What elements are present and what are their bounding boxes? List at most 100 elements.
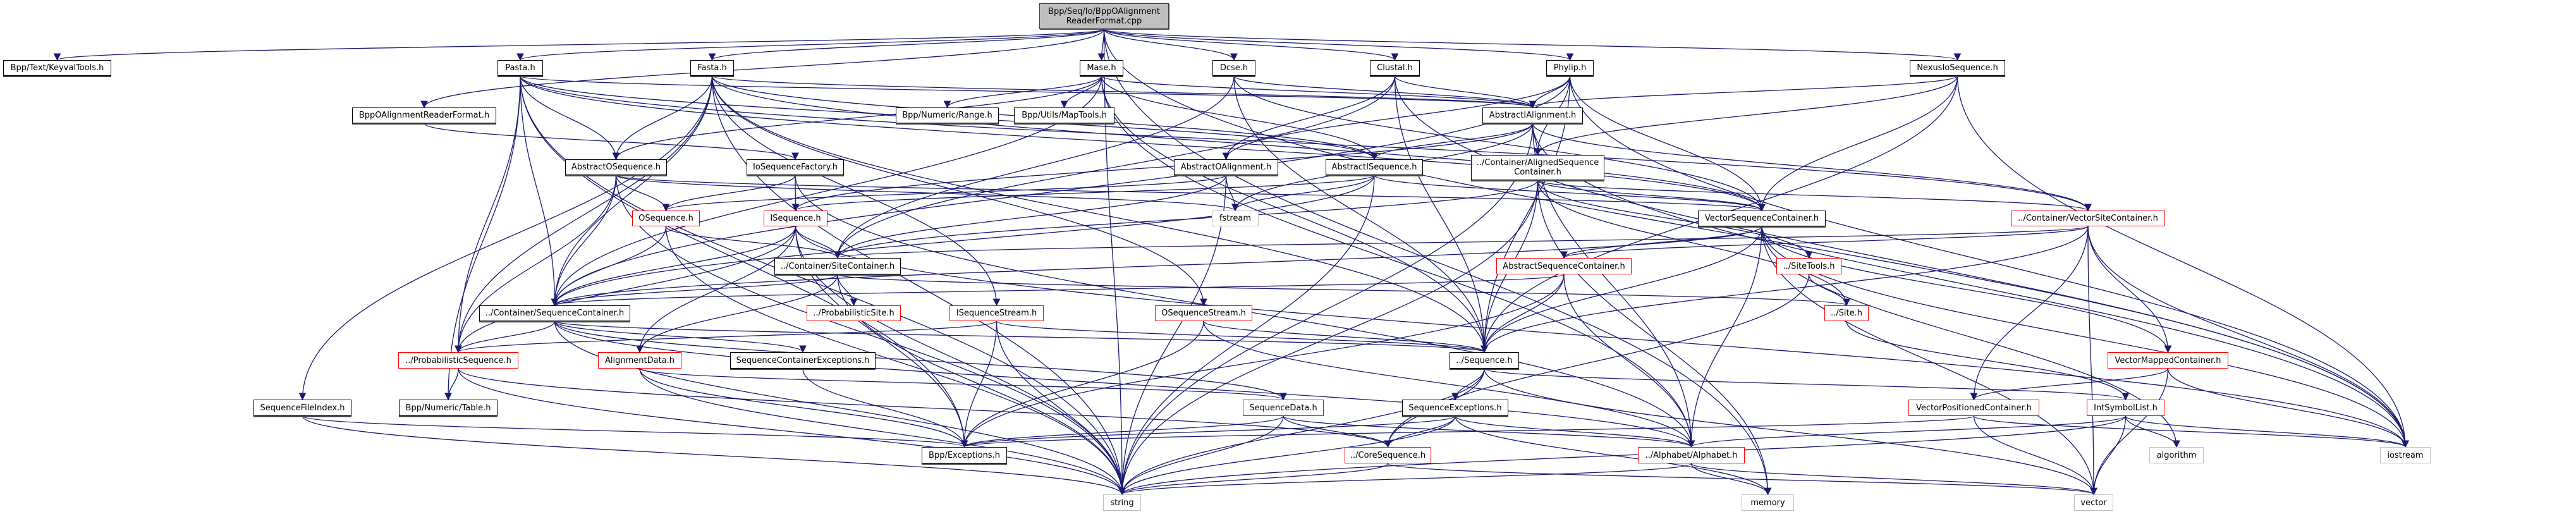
node-nexus[interactable]: NexusIoSequence.h bbox=[1910, 60, 2005, 76]
edge-iseq-to-probseq bbox=[455, 226, 797, 353]
edge-clustal-to-sitecont bbox=[834, 75, 1396, 259]
edge-dcse-to-sitecont bbox=[834, 75, 1235, 259]
node-sitetools[interactable]: ../SiteTools.h bbox=[1776, 258, 1841, 274]
edge-alignedsc-to-sitetools bbox=[1537, 180, 1813, 259]
edge-oseqstream-to-exceptions bbox=[960, 321, 1204, 448]
node-aligndata[interactable]: AlignmentData.h bbox=[598, 352, 681, 369]
node-iseqstream[interactable]: ISequenceStream.h bbox=[949, 305, 1044, 321]
edge-seqcont-to-alphabet bbox=[554, 321, 1695, 448]
edge-aligndata-to-seqdata bbox=[639, 368, 1287, 401]
node-maptools[interactable]: Bpp/Utils/MapTools.h bbox=[1014, 107, 1114, 123]
node-seqdata[interactable]: SequenceData.h bbox=[1243, 400, 1324, 416]
edge-nexus-to-vecseqcont bbox=[1758, 75, 1958, 212]
node-range[interactable]: Bpp/Numeric/Range.h bbox=[896, 107, 999, 123]
edge-absialign-to-absiseq bbox=[1370, 123, 1534, 161]
edge-aligndata-to-exceptions bbox=[639, 368, 968, 448]
edge-sequence-to-seqexc bbox=[1451, 368, 1485, 401]
node-alignedsc[interactable]: ../Container/AlignedSequence Container.h bbox=[1471, 155, 1604, 180]
edge-vecseqcont-to-seqcont bbox=[551, 226, 1762, 307]
node-oseq[interactable]: OSequence.h bbox=[632, 211, 700, 226]
node-intsym[interactable]: IntSymbolList.h bbox=[2087, 400, 2164, 416]
edge-absiseq-to-seqcont bbox=[551, 174, 1375, 307]
edge-root-to-clustal bbox=[1103, 28, 1399, 61]
node-mase[interactable]: Mase.h bbox=[1080, 60, 1123, 76]
edge-absiseq-to-fstream bbox=[1231, 174, 1375, 212]
edge-absiseq-to-vecseqcont bbox=[1374, 174, 1766, 212]
edge-clustal-to-sequence bbox=[1394, 75, 1488, 353]
edge-vecsitecont-to-absseqcont bbox=[1560, 226, 2089, 259]
node-probseq[interactable]: ../ProbabilisticSequence.h bbox=[398, 352, 518, 369]
edge-iseqstream-to-string bbox=[996, 321, 1126, 496]
node-string[interactable]: string bbox=[1103, 494, 1141, 511]
node-probsite[interactable]: ../ProbabilisticSite.h bbox=[807, 305, 901, 321]
node-alphabet[interactable]: ../Alphabet/Alphabet.h bbox=[1638, 447, 1745, 463]
edge-alignedsc-to-sitecont bbox=[834, 180, 1539, 259]
node-sitecont[interactable]: ../Container/SiteContainer.h bbox=[774, 258, 901, 274]
node-oseqstream[interactable]: OSequenceStream.h bbox=[1155, 305, 1252, 321]
edge-absoseq-to-seqcont bbox=[551, 174, 617, 307]
node-keyval[interactable]: Bpp/Text/KeyvalTools.h bbox=[3, 60, 111, 76]
edge-fasta-to-vecseqcont bbox=[711, 75, 1766, 212]
edge-pasta-to-seqcont bbox=[520, 75, 559, 307]
node-iostream[interactable]: iostream bbox=[2380, 447, 2431, 463]
edge-fasta-to-oseqstream bbox=[711, 75, 1207, 307]
node-fstream[interactable]: fstream bbox=[1212, 211, 1259, 226]
edge-pasta-to-table bbox=[444, 75, 521, 401]
edge-sitetools-to-site bbox=[1808, 274, 1850, 307]
node-memory[interactable]: memory bbox=[1742, 494, 1794, 511]
edge-clustal-to-absialign bbox=[1394, 75, 1537, 109]
edge-absialign-to-iostream bbox=[1532, 123, 2409, 448]
node-absiseq[interactable]: AbstractISequence.h bbox=[1326, 159, 1423, 175]
node-absoalign[interactable]: AbstractOAlignment.h bbox=[1174, 159, 1278, 175]
node-absialign[interactable]: AbstractIAlignment.h bbox=[1482, 107, 1583, 123]
node-vecpos[interactable]: VectorPositionedContainer.h bbox=[1908, 400, 2039, 416]
edge-iseqstream-to-probseq bbox=[455, 321, 998, 353]
node-exceptions[interactable]: Bpp/Exceptions.h bbox=[922, 447, 1007, 463]
edge-bppoalign-to-ioseqfac bbox=[424, 123, 799, 161]
node-absseqcont[interactable]: AbstractSequenceContainer.h bbox=[1496, 258, 1632, 274]
node-dcse[interactable]: Dcse.h bbox=[1212, 60, 1255, 76]
node-iseq[interactable]: ISequence.h bbox=[764, 211, 827, 226]
edge-root-to-nexus bbox=[1103, 28, 1961, 61]
node-pasta[interactable]: Pasta.h bbox=[497, 60, 543, 76]
node-ioseqfac[interactable]: IoSequenceFactory.h bbox=[747, 159, 844, 175]
edge-root-to-phylip bbox=[1103, 28, 1573, 61]
node-seqfileidx[interactable]: SequenceFileIndex.h bbox=[253, 400, 351, 416]
edge-phylip-to-vecseqcont bbox=[1569, 75, 1766, 212]
edge-ioseqfac-to-oseq bbox=[662, 174, 796, 212]
node-vector[interactable]: vector bbox=[2074, 494, 2113, 511]
node-vecsitecont[interactable]: ../Container/VectorSiteContainer.h bbox=[2011, 211, 2165, 226]
edge-root-to-fasta bbox=[708, 28, 1105, 61]
node-seqcont[interactable]: ../Container/SequenceContainer.h bbox=[479, 305, 630, 321]
edge-alignedsc-to-memory bbox=[1537, 180, 1772, 496]
edge-nexus-to-alignedsc bbox=[1534, 75, 1958, 156]
node-clustal[interactable]: Clustal.h bbox=[1370, 60, 1420, 76]
edge-root-to-keyval bbox=[54, 28, 1105, 61]
edge-root-to-memory bbox=[1103, 28, 1772, 496]
edge-seqcont-to-sequence bbox=[554, 321, 1488, 353]
edge-vecseqcont-to-sequence bbox=[1480, 226, 1762, 353]
node-fasta[interactable]: Fasta.h bbox=[690, 60, 734, 76]
edge-seqcont-to-string bbox=[554, 321, 1126, 496]
node-sequence[interactable]: ../Sequence.h bbox=[1450, 352, 1519, 369]
node-vecmapped[interactable]: VectorMappedContainer.h bbox=[2108, 352, 2228, 369]
edge-clustal-to-iostream bbox=[1394, 75, 2409, 448]
edge-vecpos-to-exceptions bbox=[961, 415, 1975, 448]
node-table[interactable]: Bpp/Numeric/Table.h bbox=[399, 400, 497, 416]
edge-pasta-to-vecsitecont bbox=[520, 75, 2092, 212]
edge-intsym-to-string bbox=[1118, 415, 2127, 496]
node-phylip[interactable]: Phylip.h bbox=[1546, 60, 1594, 76]
edge-fasta-to-seqcont bbox=[551, 75, 713, 307]
node-coreseq[interactable]: ../CoreSequence.h bbox=[1345, 447, 1431, 463]
node-vecseqcont[interactable]: VectorSequenceContainer.h bbox=[1698, 211, 1826, 226]
node-seqexc[interactable]: SequenceExceptions.h bbox=[1402, 400, 1508, 416]
edge-intsym-to-algorithm bbox=[2125, 415, 2180, 448]
node-seqcontexc[interactable]: SequenceContainerExceptions.h bbox=[730, 352, 876, 369]
node-site[interactable]: ../Site.h bbox=[1824, 305, 1869, 321]
node-root[interactable]: Bpp/Seq/Io/BppOAlignment ReaderFormat.cp… bbox=[1039, 3, 1169, 29]
node-absoseq[interactable]: AbstractOSequence.h bbox=[565, 159, 667, 175]
node-algorithm[interactable]: algorithm bbox=[2149, 447, 2204, 463]
node-bppoalign[interactable]: BppOAlignmentReaderFormat.h bbox=[352, 107, 496, 123]
edge-alignedsc-to-vecseqcont bbox=[1537, 180, 1766, 212]
edge-probseq-to-coreseq bbox=[458, 368, 1392, 448]
